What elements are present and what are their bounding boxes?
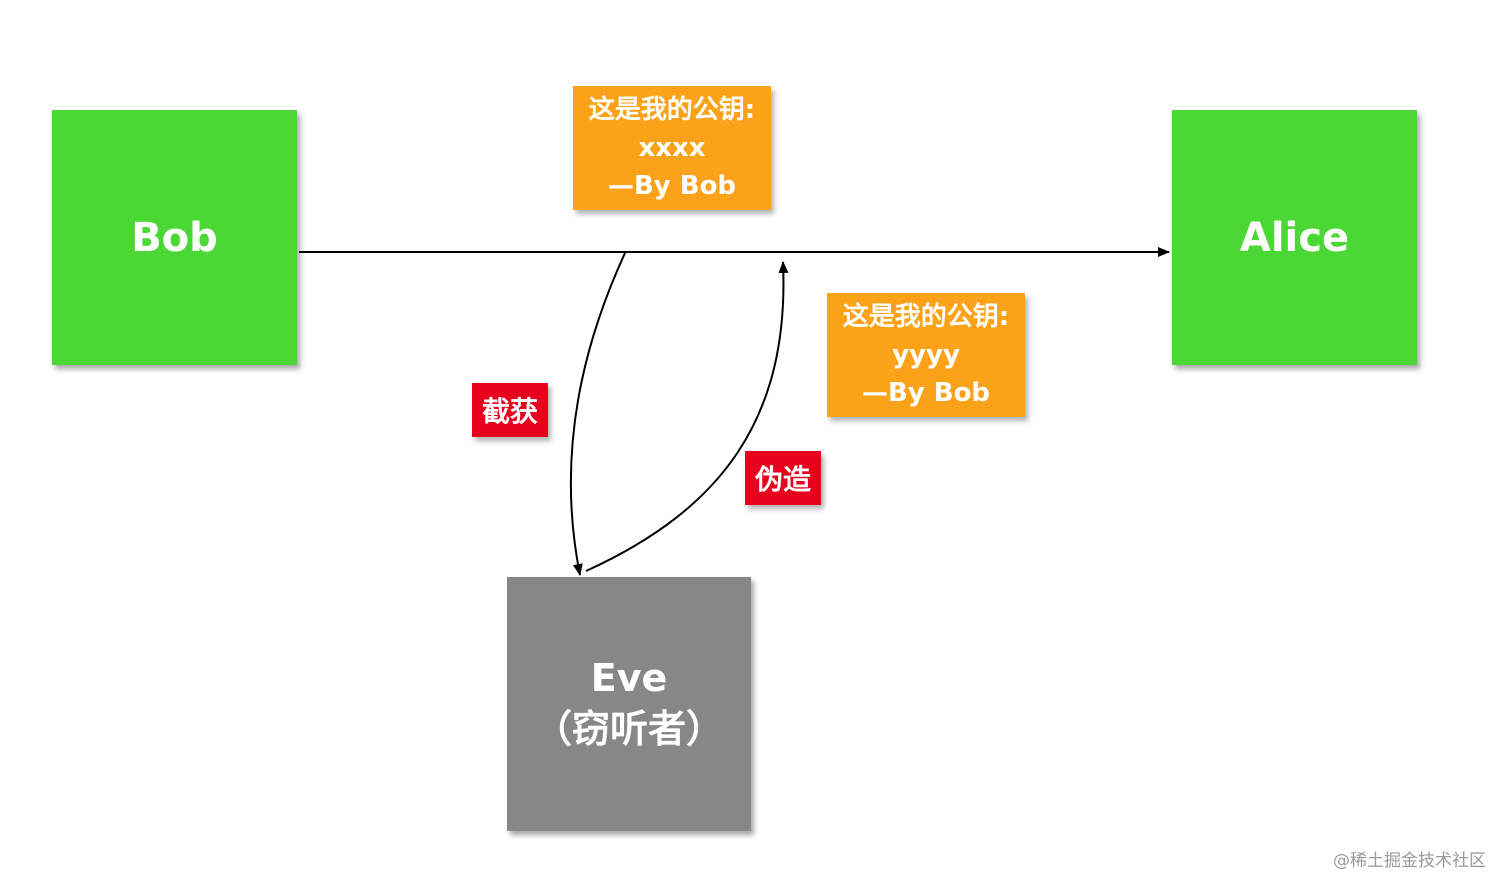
- bob-label: Bob: [131, 214, 218, 261]
- real-note-key: xxxx: [638, 133, 706, 163]
- forge-arrow: [585, 261, 789, 572]
- intercept-tag: 截获: [472, 383, 548, 437]
- watermark: @稀土掘金技术社区: [1333, 851, 1486, 871]
- intercept-arrow: [569, 252, 626, 576]
- real-note-signature: —By Bob: [607, 171, 737, 201]
- eve-node: Eve （窃听者）: [507, 577, 751, 831]
- eve-name: Eve: [590, 655, 668, 700]
- alice-node: Alice: [1172, 110, 1417, 365]
- intercept-label: 截获: [481, 395, 538, 428]
- eve-role: （窃听者）: [533, 707, 724, 751]
- real-note-line1: 这是我的公钥:: [588, 95, 756, 125]
- forge-label: 伪造: [754, 463, 811, 496]
- fake-note-key: yyyy: [892, 340, 960, 370]
- fake-note-signature: —By Bob: [861, 378, 991, 408]
- bob-node: Bob: [52, 110, 297, 365]
- real-public-key-note: 这是我的公钥: xxxx —By Bob: [573, 86, 771, 210]
- fake-note-line1: 这是我的公钥:: [842, 302, 1010, 332]
- forge-tag: 伪造: [745, 451, 821, 505]
- fake-public-key-note: 这是我的公钥: yyyy —By Bob: [827, 293, 1025, 417]
- alice-label: Alice: [1239, 214, 1350, 261]
